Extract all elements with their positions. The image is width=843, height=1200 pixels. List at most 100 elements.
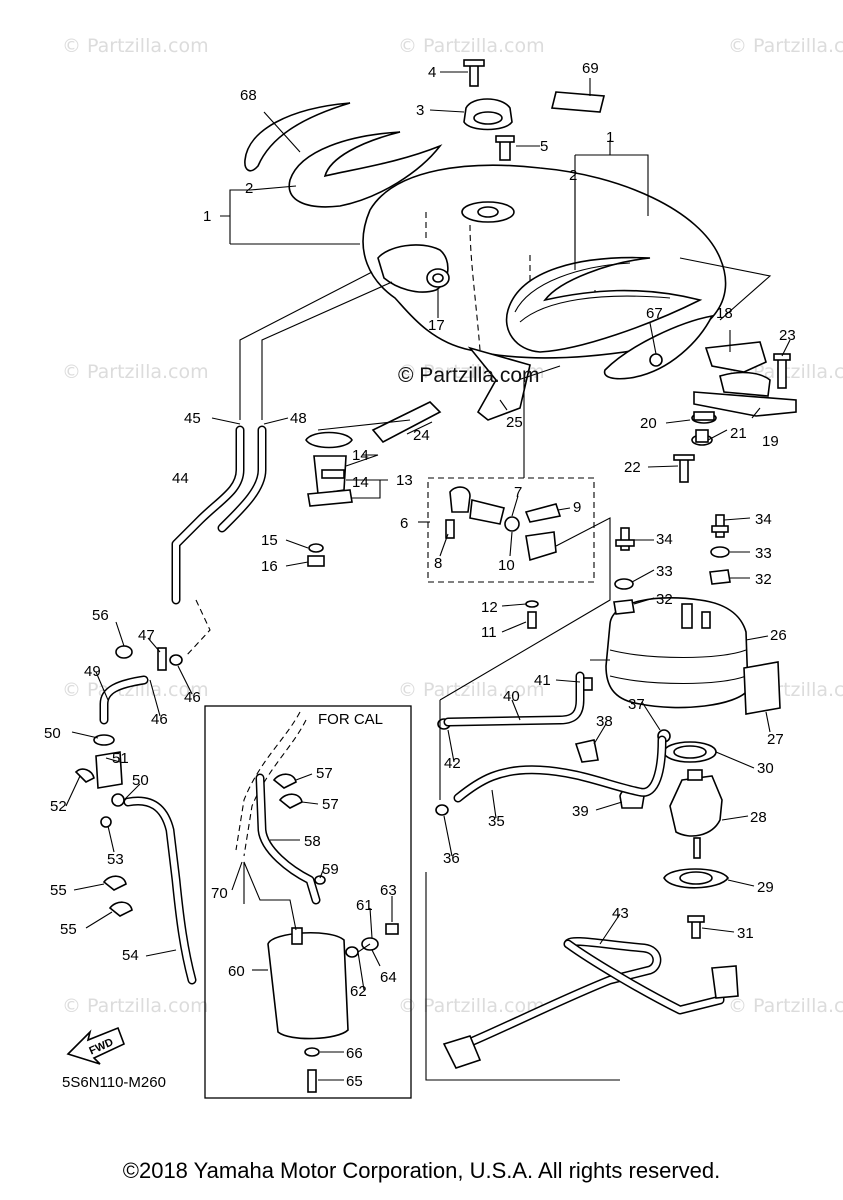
callout: 64 bbox=[380, 969, 397, 986]
callout: 14 bbox=[352, 474, 369, 491]
callout: 24 bbox=[413, 427, 430, 444]
callout: 36 bbox=[443, 850, 460, 867]
callout: 22 bbox=[624, 459, 641, 476]
leader-lines bbox=[65, 71, 791, 1081]
callout: 28 bbox=[750, 809, 767, 826]
watermark: © Partzilla.com bbox=[728, 35, 843, 57]
callout: 35 bbox=[488, 813, 505, 830]
hose-70-dashed bbox=[235, 711, 301, 851]
callout: 61 bbox=[356, 897, 373, 914]
center-watermark: © Partzilla.com bbox=[398, 364, 540, 387]
callout: 70 bbox=[211, 885, 228, 902]
callout: 57 bbox=[316, 765, 333, 782]
callout: 65 bbox=[346, 1073, 363, 1090]
callout: 16 bbox=[261, 558, 278, 575]
tank-bracket bbox=[467, 346, 531, 421]
callout: 33 bbox=[656, 563, 673, 580]
watermark-layer: © Partzilla.com © Partzilla.com © Partzi… bbox=[62, 35, 843, 1017]
callout: 2 bbox=[569, 167, 577, 184]
emblem-68 bbox=[244, 102, 351, 172]
charcoal-canister bbox=[267, 927, 349, 1093]
callout: 52 bbox=[50, 798, 67, 815]
callout: 14 bbox=[352, 447, 369, 464]
damper-17 bbox=[426, 268, 450, 288]
fuel-connector bbox=[711, 965, 739, 999]
damper-strip-24 bbox=[371, 401, 442, 444]
tank-hidden-edge bbox=[469, 224, 481, 351]
callout: 63 bbox=[380, 882, 397, 899]
callout: 33 bbox=[755, 545, 772, 562]
callout: 12 bbox=[481, 599, 498, 616]
callout: 1 bbox=[606, 129, 614, 146]
watermark: © Partzilla.com bbox=[398, 679, 545, 701]
callout: 68 bbox=[240, 87, 257, 104]
callout: 34 bbox=[755, 511, 772, 528]
left-side-fittings bbox=[74, 645, 183, 917]
callout: 2 bbox=[245, 180, 253, 197]
callout: 41 bbox=[534, 672, 551, 689]
tank-graphic-decal-left bbox=[288, 131, 443, 208]
callout: 69 bbox=[582, 60, 599, 77]
rear-bracket-assembly bbox=[673, 341, 797, 483]
callout: 46 bbox=[184, 689, 201, 706]
canister-panel bbox=[605, 597, 781, 715]
for-cal-label: FOR CAL bbox=[318, 711, 383, 728]
callout: 1 bbox=[203, 208, 211, 225]
callout: 56 bbox=[92, 607, 109, 624]
callout: 53 bbox=[107, 851, 124, 868]
callout: 27 bbox=[767, 731, 784, 748]
fuel-cock-detail-box bbox=[427, 477, 595, 583]
for-cal-inset-box bbox=[204, 705, 412, 1099]
callout: 10 bbox=[498, 557, 515, 574]
callout: 11 bbox=[481, 624, 497, 641]
callout: 46 bbox=[151, 711, 168, 728]
callout: 50 bbox=[44, 725, 61, 742]
callout: 19 bbox=[762, 433, 779, 450]
callout: 32 bbox=[755, 571, 772, 588]
callout: 50 bbox=[132, 772, 149, 789]
callout: 55 bbox=[50, 882, 67, 899]
callout: 31 bbox=[737, 925, 754, 942]
callout: 25 bbox=[506, 414, 523, 431]
callout: 37 bbox=[628, 696, 645, 713]
hardware-stack-right bbox=[709, 514, 731, 585]
callout: 8 bbox=[434, 555, 442, 572]
callout: 59 bbox=[322, 861, 339, 878]
callout: 60 bbox=[228, 963, 245, 980]
callout: 57 bbox=[322, 796, 339, 813]
tank-graphic-decal-right bbox=[505, 256, 703, 353]
callout: 38 bbox=[596, 713, 613, 730]
watermark: © Partzilla.com bbox=[398, 995, 545, 1017]
callout: 3 bbox=[416, 102, 424, 119]
watermark: © Partzilla.com bbox=[62, 361, 209, 383]
callout: 62 bbox=[350, 983, 367, 1000]
watermark: © Partzilla.com bbox=[62, 679, 209, 701]
callout: 43 bbox=[612, 905, 629, 922]
callout: 45 bbox=[184, 410, 201, 427]
fuel-pump-assembly bbox=[663, 741, 729, 939]
fwd-arrow-icon: FWD bbox=[66, 1026, 126, 1065]
callout: 17 bbox=[428, 317, 445, 334]
callout: 29 bbox=[757, 879, 774, 896]
callout: 39 bbox=[572, 803, 589, 820]
guide-lines bbox=[185, 257, 772, 1081]
callout: 9 bbox=[573, 499, 581, 516]
callout: 32 bbox=[656, 591, 673, 608]
fuel-cock-detail bbox=[445, 486, 562, 629]
watermark: © Partzilla.com bbox=[398, 35, 545, 57]
hardware-stack-left bbox=[613, 527, 635, 615]
watermark: © Partzilla.com bbox=[62, 35, 209, 57]
callout: 6 bbox=[400, 515, 408, 532]
fuel-cock-assembly bbox=[305, 431, 353, 567]
callout: 44 bbox=[172, 470, 189, 487]
callout: 30 bbox=[757, 760, 774, 777]
callout: 66 bbox=[346, 1045, 363, 1062]
callout: 58 bbox=[304, 833, 321, 850]
callout: 18 bbox=[716, 305, 733, 322]
callout: 48 bbox=[290, 410, 307, 427]
label-69 bbox=[550, 91, 606, 113]
fuel-connector bbox=[442, 1035, 482, 1069]
callout: 13 bbox=[396, 472, 413, 489]
emblem-67 bbox=[603, 314, 714, 380]
